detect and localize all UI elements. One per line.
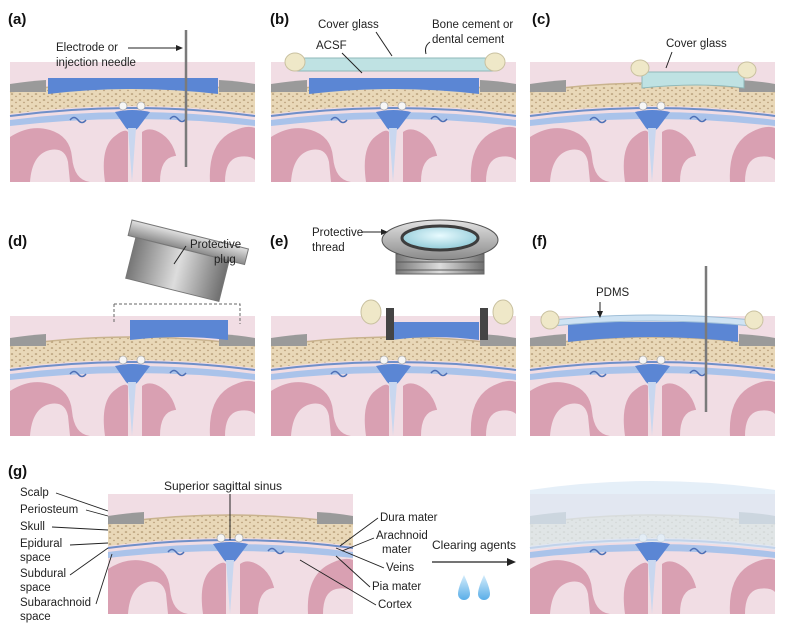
cover-glass xyxy=(641,71,745,89)
acsf-annotation: ACSF xyxy=(316,40,347,52)
label-cortex: Cortex xyxy=(378,599,412,611)
drop-icon xyxy=(458,575,470,600)
label-scalp: Scalp xyxy=(20,487,49,499)
label-veins: Veins xyxy=(386,562,414,574)
cover-glass-annotation-c: Cover glass xyxy=(666,38,727,50)
clearing-arrowhead xyxy=(507,558,516,566)
cover-glass-annotation: Cover glass xyxy=(318,19,379,31)
label-sinus: Superior sagittal sinus xyxy=(164,479,282,493)
label-pia: Pia mater xyxy=(372,581,421,593)
cover-glass xyxy=(296,57,494,72)
plug-annotation-2: plug xyxy=(214,254,236,266)
label-arachnoid-1: Arachnoid xyxy=(376,530,428,542)
cement-right xyxy=(484,52,506,72)
needle-annotation-1: Electrode or xyxy=(56,42,118,54)
label-skull: Skull xyxy=(20,521,45,533)
thread-annotation-2: thread xyxy=(312,242,345,254)
panel-g-right xyxy=(529,481,776,615)
label-periosteum: Periosteum xyxy=(20,504,78,516)
cement-annotation-1: Bone cement or xyxy=(432,19,513,31)
protective-thread-ring xyxy=(381,219,499,275)
label-subarachnoid-1: Subarachnoid xyxy=(20,597,91,609)
label-subdural-2: space xyxy=(20,582,51,594)
panel-a-label: (a) xyxy=(8,11,26,28)
thread-annotation-1: Protective xyxy=(312,227,363,239)
label-subarachnoid-2: space xyxy=(20,611,51,623)
pdms-annotation: PDMS xyxy=(596,287,630,299)
label-arachnoid-2: mater xyxy=(382,544,412,556)
needle-annotation-2: injection needle xyxy=(56,57,136,69)
panel-e-label: (e) xyxy=(270,233,288,250)
right-pointer-lines xyxy=(299,517,385,606)
label-subdural-1: Subdural xyxy=(20,568,66,580)
panel-f xyxy=(529,266,776,437)
cement-left xyxy=(284,52,306,72)
clearing-agents-label: Clearing agents xyxy=(432,538,516,552)
panel-d xyxy=(9,303,256,437)
panel-a xyxy=(9,30,256,183)
left-pointer-lines xyxy=(51,492,113,605)
panel-b xyxy=(270,52,517,183)
panel-c-label: (c) xyxy=(532,11,550,28)
panel-e xyxy=(270,299,517,437)
protective-plug xyxy=(125,219,250,303)
label-dura: Dura mater xyxy=(380,512,438,524)
plug-annotation-1: Protective xyxy=(190,239,241,251)
arrowhead xyxy=(176,45,183,51)
label-epidural-1: Epidural xyxy=(20,538,62,550)
label-epidural-2: space xyxy=(20,552,51,564)
cement-annotation-2: dental cement xyxy=(432,34,505,46)
panel-d-label: (d) xyxy=(8,233,27,250)
panel-g-label: (g) xyxy=(8,463,27,480)
drop-icon xyxy=(478,575,490,600)
csf-fill xyxy=(48,78,218,94)
panel-b-label: (b) xyxy=(270,11,289,28)
panel-c xyxy=(529,59,776,183)
panel-f-label: (f) xyxy=(532,233,547,250)
